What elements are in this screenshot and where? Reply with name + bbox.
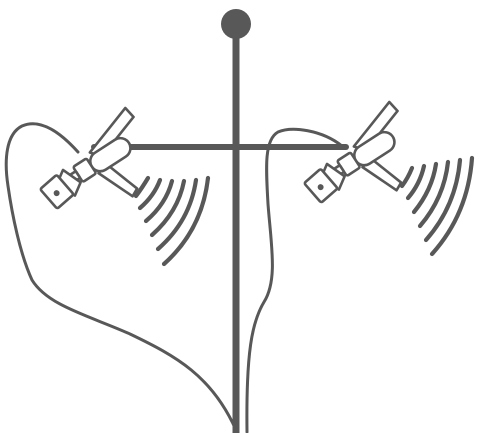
left-sound-waves [136, 178, 208, 264]
sound-wave-arc [402, 168, 412, 186]
sound-wave-arc [432, 158, 472, 254]
left-microphone-cable [6, 124, 236, 430]
sound-wave-arc [426, 160, 460, 240]
stand-top-knob [221, 9, 251, 39]
right-sound-waves [402, 158, 472, 254]
microphone-stand [94, 9, 346, 433]
sound-wave-arc [158, 180, 196, 249]
cables [6, 124, 342, 432]
sound-wave-arc [136, 178, 148, 196]
